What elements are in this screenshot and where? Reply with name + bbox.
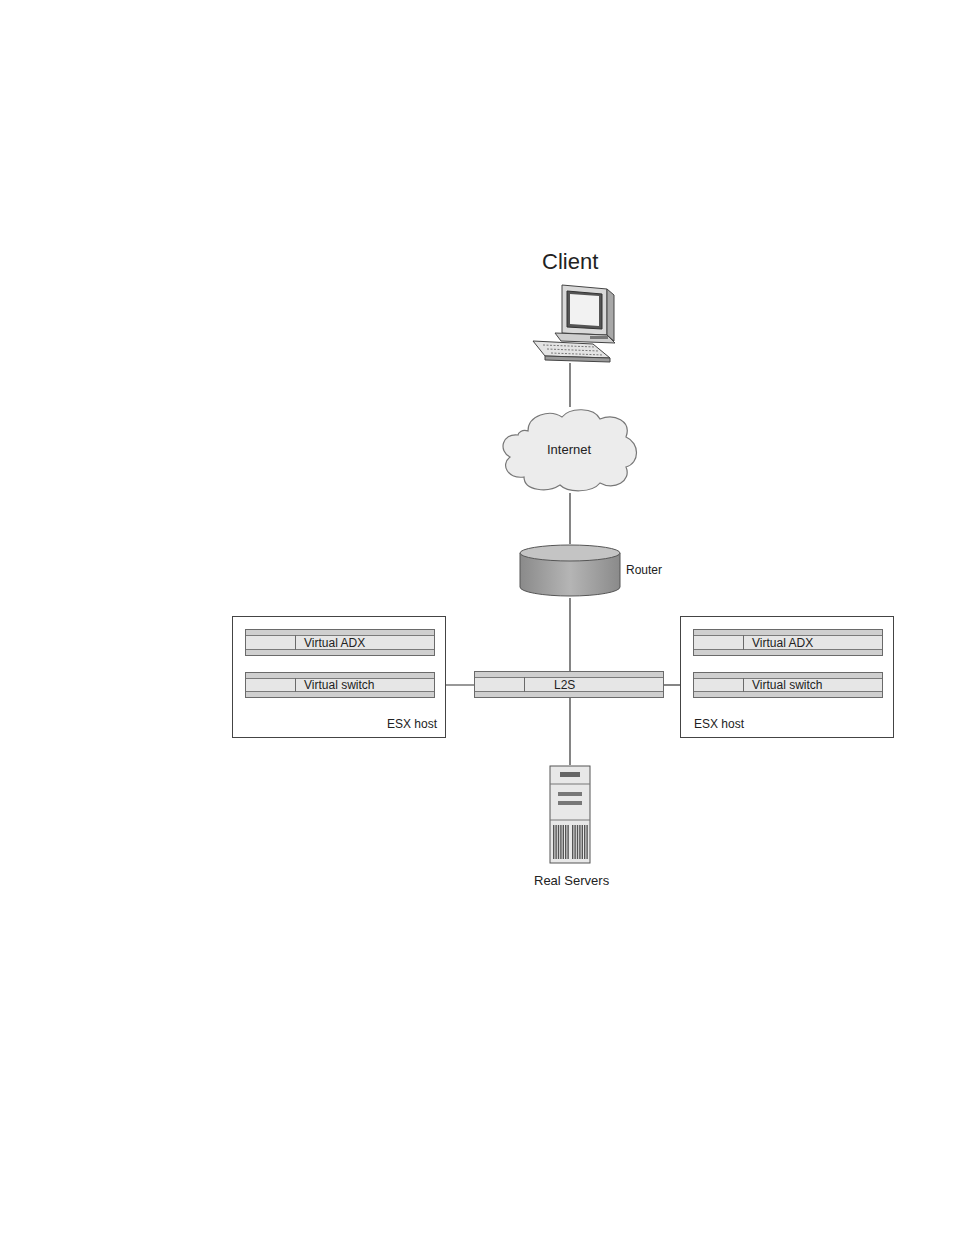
band-divider [743,635,744,650]
router-cylinder [519,544,621,598]
node-label: Router [626,564,662,578]
node-label: ESX host [694,718,744,732]
esx-host-box: ESX host Virtual ADX Virtual switch [680,616,894,738]
connector-line [569,698,570,765]
band-divider [524,677,525,692]
computer-icon [515,283,625,363]
virtual-switch-band: Virtual switch [245,672,435,698]
router: Router [519,544,679,598]
node-label: ESX host [387,718,437,732]
node-label: L2S [554,679,575,693]
server-icon [549,765,593,865]
connector-line [569,598,570,671]
band-divider [295,678,296,692]
client-computer: Client [515,245,625,363]
node-label: Real Servers [534,874,609,889]
virtual-adx-band: Virtual ADX [693,629,883,656]
real-servers: Real Servers [522,765,622,891]
node-label: Virtual switch [752,679,822,693]
connector-line [569,493,570,544]
esx-host-box: ESX host Virtual ADX Virtual switch [232,616,446,738]
node-label: Virtual ADX [304,637,365,651]
node-label: Virtual ADX [752,637,813,651]
internet-cloud: Internet [498,407,640,493]
virtual-switch-band: Virtual switch [693,672,883,698]
band-divider [743,678,744,692]
node-label: Virtual switch [304,679,374,693]
connector-line [569,363,570,407]
l2s-band: L2S [474,671,664,698]
node-label: Client [542,249,598,274]
virtual-adx-band: Virtual ADX [245,629,435,656]
node-label: Internet [547,443,591,458]
band-divider [295,635,296,650]
